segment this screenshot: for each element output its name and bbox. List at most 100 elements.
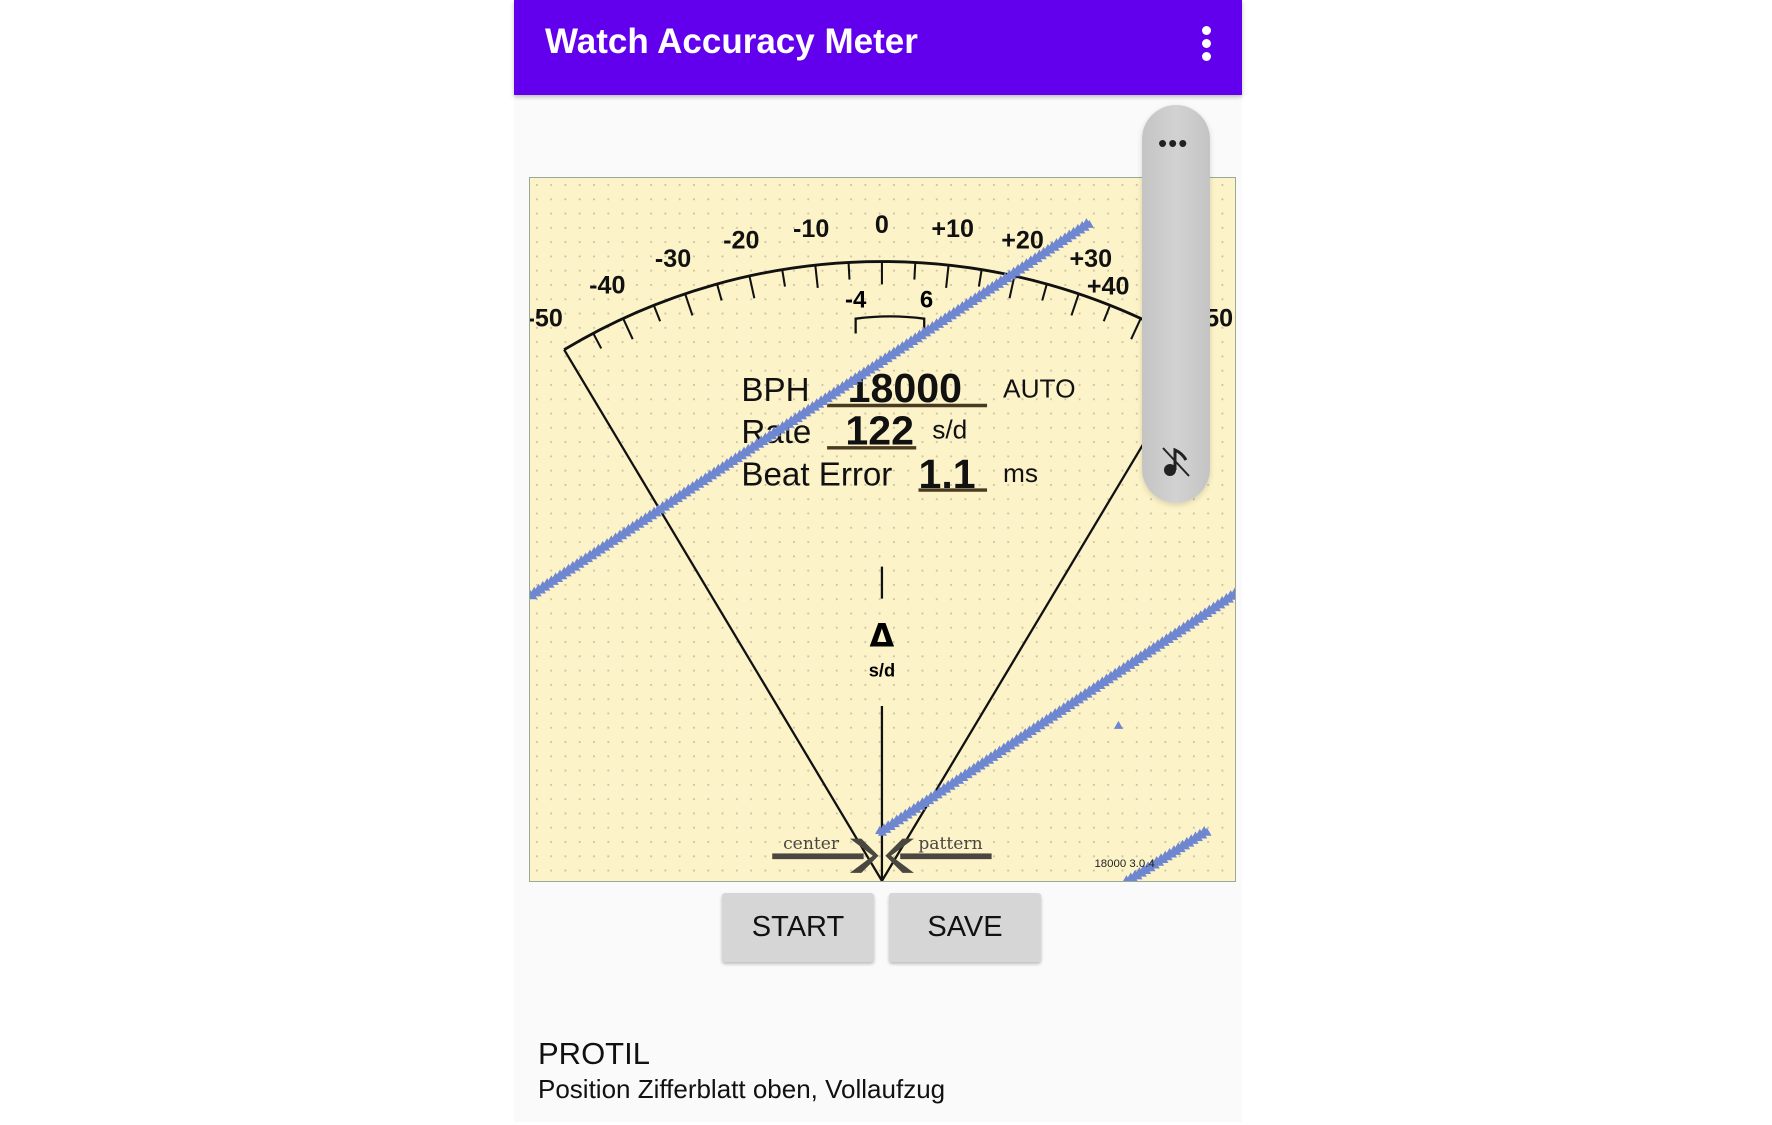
trace-mark <box>1199 611 1209 620</box>
trace-mark <box>648 511 658 520</box>
trace-mark <box>1084 219 1094 228</box>
trace-mark <box>870 362 880 371</box>
scale-label: +30 <box>1069 245 1112 273</box>
trace-mark <box>652 508 662 517</box>
more-horiz-icon[interactable]: ••• <box>1158 128 1189 158</box>
trace-mark <box>986 285 996 294</box>
trace-mark <box>947 311 957 320</box>
trace-mark <box>1220 597 1230 606</box>
pattern-label: pattern <box>918 834 982 854</box>
trace-mark <box>553 574 564 583</box>
trace-mark <box>1046 245 1056 254</box>
trace-mark <box>1133 871 1143 880</box>
trace-mark <box>1185 838 1195 847</box>
scale-tick <box>622 318 634 340</box>
trace-mark <box>1007 271 1017 280</box>
trace-mark <box>750 442 761 451</box>
trace-mark <box>1113 720 1124 729</box>
trace-mark <box>942 784 952 793</box>
trace-mark <box>1044 715 1055 724</box>
profile-description: Position Zifferblatt oben, Vollaufzug <box>538 1074 946 1104</box>
trace-mark <box>840 382 850 391</box>
more-vert-icon[interactable] <box>1200 26 1212 62</box>
trace-mark <box>1181 623 1192 632</box>
trace-mark <box>1027 727 1037 736</box>
trace-mark <box>1070 698 1080 707</box>
trace-mark <box>1057 706 1067 715</box>
trace-mark <box>588 551 598 560</box>
trace-mark <box>673 494 683 503</box>
trace-mark <box>1172 846 1182 855</box>
trace-mark <box>997 747 1007 756</box>
trace-mark <box>742 448 752 457</box>
trace-mark <box>1109 672 1119 681</box>
trace-mark <box>1146 863 1156 872</box>
trace-mark <box>1014 735 1025 744</box>
bph-mode: AUTO <box>1003 374 1076 404</box>
trace-mark <box>909 336 919 345</box>
trace-mark <box>605 539 615 548</box>
trace-mark <box>823 394 833 403</box>
start-button[interactable]: START <box>722 893 874 962</box>
trace-mark <box>759 436 769 445</box>
scale-label: +20 <box>1001 226 1044 254</box>
trace-mark <box>964 299 975 308</box>
trace-mark <box>832 388 842 397</box>
trace-mark <box>631 522 641 531</box>
trace-mark <box>1186 620 1196 629</box>
rate-unit: s/d <box>932 415 967 445</box>
scale-label: -50 <box>530 305 563 333</box>
trace-mark <box>887 351 897 360</box>
trace-mark <box>532 588 542 597</box>
trace-mark <box>976 761 986 770</box>
trace-mark <box>1016 265 1026 274</box>
trace-mark <box>875 359 885 368</box>
trace-mark <box>1198 830 1208 839</box>
trace-mark <box>980 758 990 767</box>
trace-mark <box>1079 692 1089 701</box>
rate-value: 122 <box>845 407 914 453</box>
trace-mark <box>1224 594 1234 603</box>
trace-mark <box>904 339 915 348</box>
trace-mark <box>1062 704 1072 713</box>
trace-mark <box>583 554 594 563</box>
trace-mark <box>1049 712 1059 721</box>
trace-mark <box>934 319 945 328</box>
trace-mark <box>883 354 893 363</box>
scale-tick <box>1130 318 1142 340</box>
trace-mark <box>1096 680 1106 689</box>
trace-mark <box>1216 600 1226 609</box>
scale-tick <box>684 293 694 316</box>
trace-mark <box>1087 686 1097 695</box>
scale-label: +40 <box>1087 273 1130 301</box>
bph-label: BPH <box>741 372 809 409</box>
trace-mark <box>729 456 739 465</box>
trace-mark <box>1163 852 1173 861</box>
trace-mark <box>1167 849 1178 858</box>
trace-mark <box>755 439 765 448</box>
trace-mark <box>857 371 868 380</box>
floating-toolbar[interactable]: ••• <box>1142 105 1210 503</box>
music-off-icon[interactable] <box>1160 445 1192 484</box>
trace-mark <box>810 402 820 411</box>
trace-mark <box>639 516 649 525</box>
trace-mark <box>1074 695 1085 704</box>
trace-mark <box>1080 222 1090 231</box>
trace-mark <box>613 534 624 543</box>
save-button[interactable]: SAVE <box>889 893 1041 962</box>
trace-mark <box>571 562 581 571</box>
trace-mark <box>669 496 679 505</box>
trace-mark <box>954 775 965 784</box>
trace-mark <box>545 579 555 588</box>
trace-mark <box>797 411 808 420</box>
app-bar: Watch Accuracy Meter <box>514 0 1242 95</box>
trace-mark <box>994 279 1004 288</box>
trace-mark <box>1164 634 1174 643</box>
scale-tick <box>716 283 723 301</box>
delta-symbol: Δ <box>870 617 895 655</box>
trace-mark <box>763 434 773 443</box>
trace-mark <box>827 391 838 400</box>
trace-mark <box>643 514 653 523</box>
